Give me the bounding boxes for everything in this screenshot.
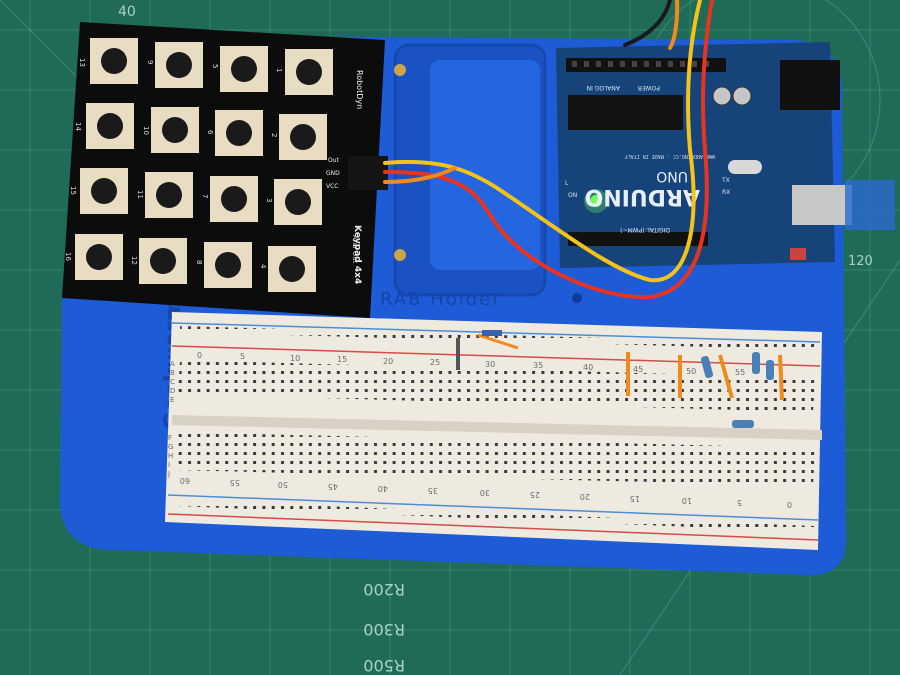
svg-text:5: 5 <box>737 498 742 507</box>
resistor <box>732 420 754 428</box>
svg-text:0: 0 <box>197 351 202 360</box>
svg-text:H: H <box>168 452 173 460</box>
svg-text:15: 15 <box>69 186 77 195</box>
svg-text:20: 20 <box>580 492 590 501</box>
power-header-label: POWER <box>638 84 660 91</box>
svg-text:14: 14 <box>74 122 82 131</box>
mat-radius-2: R300 <box>363 620 405 639</box>
pin-header <box>348 156 388 190</box>
keypad-key-numbers: 13 9 5 1 14 10 6 2 15 11 7 3 16 12 8 4 <box>64 58 283 269</box>
wire-red <box>383 0 714 300</box>
pin-label-gnd: GND <box>326 170 340 177</box>
keypad-4x4-module: 13 9 5 1 14 10 6 2 15 11 7 3 16 12 8 4 R… <box>62 22 388 318</box>
mat-radius-1: R200 <box>363 580 405 599</box>
svg-text:2: 2 <box>270 133 278 137</box>
pin-label-out: Out <box>328 157 340 164</box>
jumper-wires <box>383 0 714 300</box>
keypad-buttons <box>75 38 333 292</box>
svg-text:16: 16 <box>64 252 72 261</box>
svg-text:60: 60 <box>180 476 190 485</box>
orange-jumper <box>718 354 734 399</box>
wire-orange <box>383 166 457 184</box>
svg-text:7: 7 <box>201 194 209 198</box>
svg-text:I: I <box>168 461 170 469</box>
breadboard: A B C D E F G H I J 0 5 10 15 20 25 30 3… <box>165 312 822 550</box>
svg-text:55: 55 <box>230 478 240 487</box>
svg-text:0: 0 <box>787 500 792 509</box>
svg-text:9: 9 <box>146 60 154 64</box>
svg-text:6: 6 <box>206 130 214 135</box>
svg-text:E: E <box>170 396 174 404</box>
led-label-tx: TX <box>721 177 730 184</box>
svg-text:25: 25 <box>530 490 540 499</box>
svg-text:40: 40 <box>583 363 593 372</box>
svg-text:15: 15 <box>630 494 640 503</box>
analog-header-label: ANALOG IN <box>587 84 620 91</box>
breadboard-holes <box>180 330 780 335</box>
svg-text:5: 5 <box>240 352 245 361</box>
resistor <box>700 356 714 378</box>
mat-radius-3: R500 <box>363 656 405 675</box>
svg-text:30: 30 <box>480 488 490 497</box>
svg-text:50: 50 <box>278 480 288 489</box>
svg-text:10: 10 <box>682 496 692 505</box>
pin-label-vcc: VCC <box>326 183 338 190</box>
keypad-brand: RobotDyn <box>355 70 364 109</box>
breadboard-row-letters-bottom: F G H I J <box>167 434 173 478</box>
svg-text:G: G <box>168 443 173 451</box>
svg-text:12: 12 <box>130 256 138 265</box>
svg-text:8: 8 <box>195 260 203 264</box>
arduino-uno-board: ARDUINO UNO WWW.ARDUINO.CC - MADE IN ITA… <box>556 42 895 268</box>
svg-text:11: 11 <box>136 190 144 199</box>
svg-text:35: 35 <box>428 486 438 495</box>
resistor <box>752 352 760 374</box>
wire-yellow <box>383 0 702 283</box>
svg-text:1: 1 <box>275 68 283 72</box>
svg-text:45: 45 <box>328 482 338 491</box>
svg-text:10: 10 <box>290 354 300 363</box>
svg-text:J: J <box>167 470 170 478</box>
led-label-l: L <box>565 180 569 187</box>
led-label-rx: RX <box>722 189 730 196</box>
svg-text:25: 25 <box>430 358 440 367</box>
svg-text:5: 5 <box>211 64 219 68</box>
digital-header-label: DIGITAL (PWM~) <box>620 226 670 233</box>
breadboard-column-numbers-bottom: 60 55 50 45 40 35 30 25 20 15 10 5 0 <box>180 476 792 509</box>
arduino-website: WWW.ARDUINO.CC - MADE IN ITALY <box>625 153 715 159</box>
svg-text:45: 45 <box>633 365 643 374</box>
svg-text:40: 40 <box>378 484 388 493</box>
svg-text:A: A <box>170 360 175 368</box>
svg-text:13: 13 <box>78 58 86 67</box>
arduino-name: ARDUINO <box>585 184 700 209</box>
wire-black <box>623 0 672 47</box>
orange-jumper <box>778 354 784 401</box>
power-led <box>590 195 602 207</box>
svg-text:B: B <box>170 369 175 377</box>
svg-text:20: 20 <box>383 357 393 366</box>
led-label-on: ON <box>568 192 577 199</box>
svg-text:D: D <box>170 387 175 395</box>
breadboard-components <box>456 330 784 428</box>
svg-text:10: 10 <box>142 126 150 135</box>
svg-text:F: F <box>168 434 172 442</box>
svg-text:4: 4 <box>259 264 267 269</box>
arduino-model: UNO <box>656 168 688 184</box>
svg-text:C: C <box>170 378 175 386</box>
svg-text:15: 15 <box>337 355 347 364</box>
mat-number: 40 <box>118 4 136 20</box>
svg-text:55: 55 <box>735 368 745 377</box>
svg-text:50: 50 <box>686 367 696 376</box>
svg-text:35: 35 <box>533 361 543 370</box>
breadboard-column-numbers-top: 0 5 10 15 20 25 30 35 40 45 50 55 <box>197 351 745 377</box>
breadboard-row-letters-top: A B C D E <box>170 360 175 404</box>
resistor <box>766 360 774 380</box>
keypad-model: Keypad 4x4 <box>352 225 362 284</box>
keypad-subtitle: Ana Out <box>351 235 359 264</box>
svg-text:3: 3 <box>265 198 273 202</box>
mat-side-number: 120 <box>848 254 873 269</box>
svg-text:30: 30 <box>485 360 495 369</box>
holder-label: RAB Holder <box>380 289 502 310</box>
